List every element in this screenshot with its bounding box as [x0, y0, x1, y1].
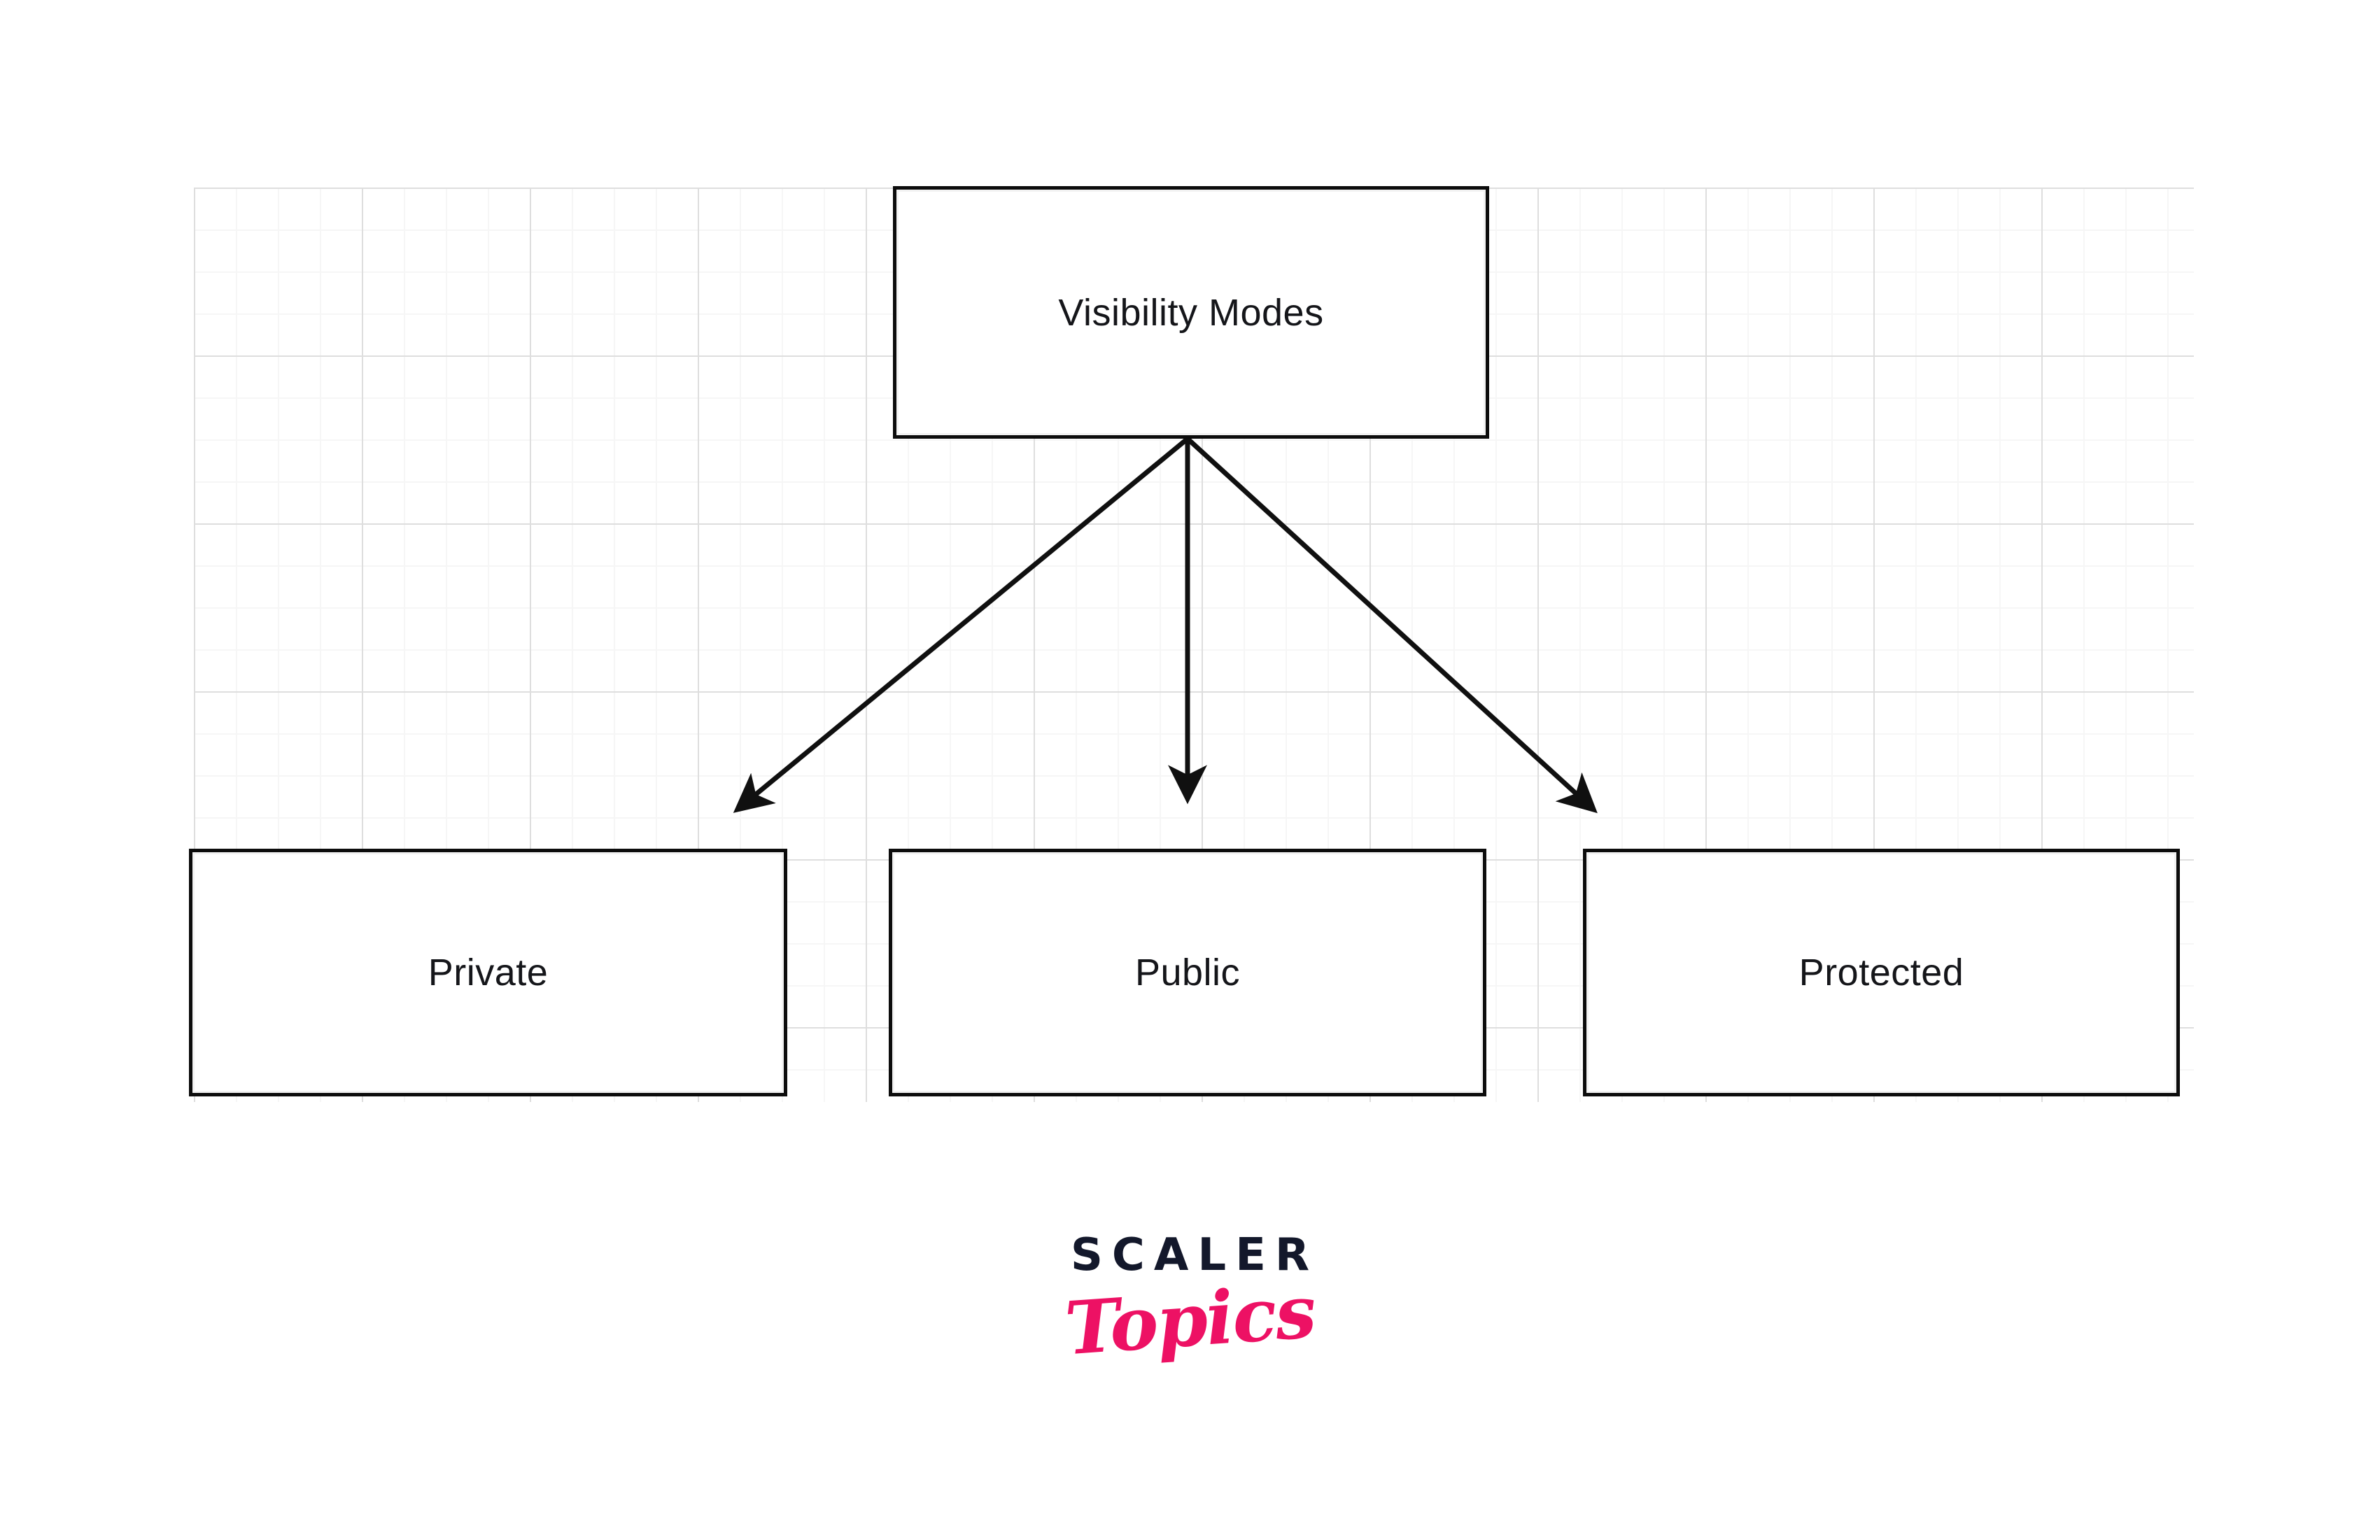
- node-visibility-modes[interactable]: Visibility Modes: [893, 186, 1489, 439]
- logo-wordmark-scaler: SCALER: [1070, 1229, 1319, 1281]
- node-label-protected: Protected: [1798, 952, 1964, 994]
- node-public[interactable]: Public: [889, 849, 1486, 1096]
- node-private[interactable]: Private: [189, 849, 787, 1096]
- scaler-topics-logo: SCALER Topics: [0, 1229, 2380, 1371]
- node-label-visibility-modes: Visibility Modes: [1058, 291, 1324, 334]
- node-label-private: Private: [428, 952, 549, 994]
- node-protected[interactable]: Protected: [1583, 849, 2180, 1096]
- edge-arrow-private: [733, 437, 1190, 813]
- edge-arrow-protected: [1185, 437, 1598, 814]
- node-label-public: Public: [1134, 952, 1241, 994]
